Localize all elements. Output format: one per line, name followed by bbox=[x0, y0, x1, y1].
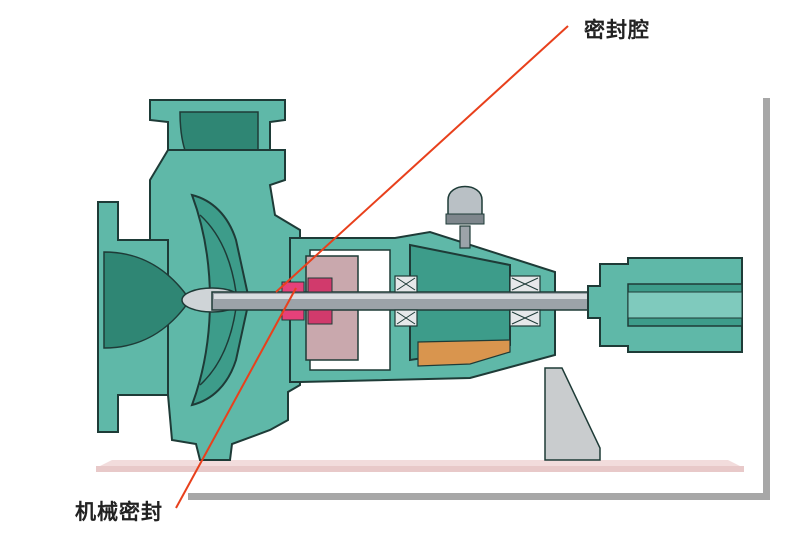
bearing-cross-r1 bbox=[511, 277, 539, 325]
shaft-highlight bbox=[214, 294, 620, 299]
vent-cap-band bbox=[445, 213, 485, 225]
support-foot bbox=[544, 367, 601, 461]
seal-ring-lower bbox=[281, 309, 305, 321]
leader-line-mechanical-seal bbox=[175, 287, 297, 509]
bearing-cross-l1 bbox=[396, 277, 416, 325]
impeller-vane-lower bbox=[199, 307, 237, 386]
label-mechanical-seal: 机械密封 bbox=[75, 500, 163, 524]
floor-edge bbox=[96, 466, 744, 472]
seal-spring-lower bbox=[307, 309, 333, 325]
label-seal-chamber: 密封腔 bbox=[584, 18, 650, 42]
leader-line-seal-chamber bbox=[275, 25, 569, 293]
impeller-vane-upper bbox=[199, 214, 237, 293]
frame-shadow-right bbox=[763, 98, 770, 500]
oil-sump bbox=[417, 339, 511, 367]
vent-stem bbox=[459, 225, 471, 249]
coupling-key bbox=[627, 291, 743, 319]
frame-shadow-bottom bbox=[188, 493, 770, 500]
vent-cap bbox=[447, 185, 483, 223]
seal-spring-upper bbox=[307, 277, 333, 293]
